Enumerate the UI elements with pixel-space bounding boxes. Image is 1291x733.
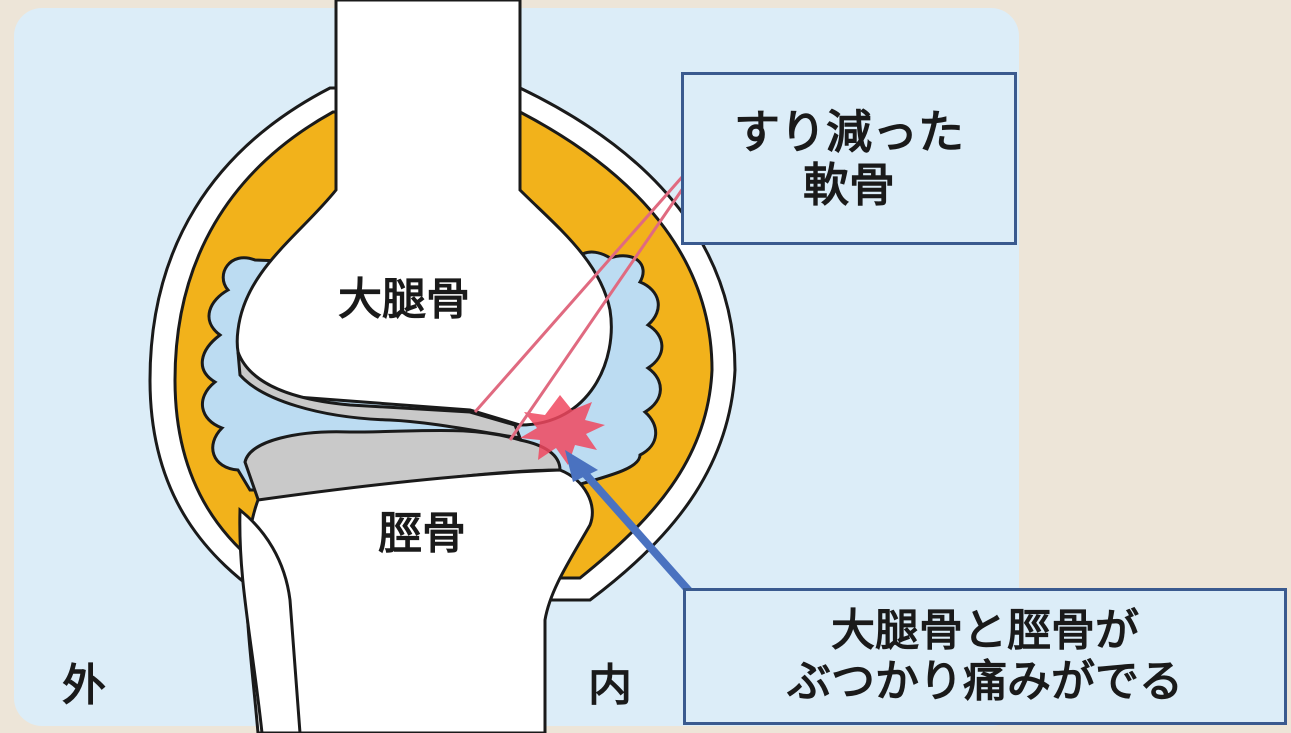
pain-arrow-shaft (577, 465, 693, 595)
pain-burst (520, 395, 605, 465)
pain-callout: 大腿骨と脛骨が ぶつかり痛みがでる (683, 588, 1287, 725)
pain-arrow-head (565, 450, 598, 482)
femur-label: 大腿骨 (338, 274, 470, 325)
inner-label: 内 (588, 660, 632, 711)
worn-cartilage-line2: 軟骨 (803, 157, 895, 212)
leader-line-femoral (473, 167, 692, 413)
tibia-label: 脛骨 (378, 508, 466, 559)
femoral-cartilage (236, 351, 523, 440)
pain-line1: 大腿骨と脛骨が (831, 604, 1139, 656)
worn-cartilage-line1: すり減った (734, 104, 964, 159)
pain-line2: ぶつかり痛みがでる (787, 655, 1183, 707)
fibula-bone (238, 506, 302, 733)
worn-cartilage-callout: すり減った 軟骨 (681, 72, 1017, 245)
leader-line-tibial (508, 177, 692, 441)
outer-label: 外 (62, 660, 106, 711)
